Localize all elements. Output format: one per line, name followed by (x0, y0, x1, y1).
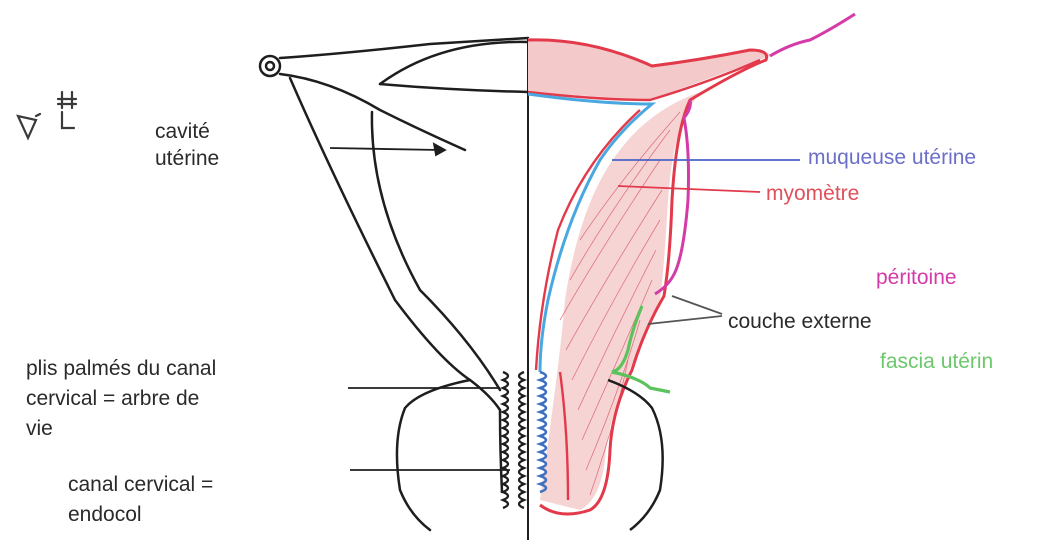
cervical-folds-left (503, 372, 508, 508)
orientation-mark (10, 86, 80, 146)
label-cavite-uterine: cavité utérine (155, 118, 219, 172)
orientation-l (62, 112, 74, 128)
label-canal-line1: canal cervical = (68, 470, 213, 500)
pointer-cavite (330, 148, 440, 150)
body-wall-left-outer (290, 78, 500, 410)
tube-left (280, 38, 528, 58)
label-peritoine: péritoine (876, 264, 957, 291)
fundus-left-base (380, 84, 528, 92)
tube-ostium-left-inner (266, 62, 274, 70)
pointer-couche-peritoine (672, 296, 722, 314)
orientation-d-tick (36, 114, 40, 116)
orientation-d (18, 116, 36, 138)
cervix-left-inner (500, 410, 502, 492)
label-cavite-line2: utérine (155, 145, 219, 172)
orientation-h (58, 92, 76, 108)
cervical-folds-left-2 (519, 372, 524, 508)
orientation-symbol (10, 86, 80, 146)
label-plis-palmes: plis palmés du canal cervical = arbre de… (26, 354, 216, 444)
label-plis-line1: plis palmés du canal (26, 354, 216, 384)
label-plis-line3: vie (26, 414, 216, 444)
label-cavite-line1: cavité (155, 118, 219, 145)
label-couche-externe: couche externe (728, 308, 872, 335)
cervix-left-bulb (397, 380, 470, 530)
pointer-couche-fascia (648, 316, 722, 324)
left-half-outline (260, 38, 528, 530)
label-muqueuse-uterine: muqueuse utérine (808, 144, 976, 171)
tube-ostium-left (260, 56, 280, 76)
label-canal-cervical: canal cervical = endocol (68, 470, 213, 530)
pointer-cavite-arrowhead (434, 144, 445, 155)
cervical-folds-right (540, 372, 546, 492)
label-fascia-uterin: fascia utérin (880, 348, 993, 375)
label-canal-line2: endocol (68, 500, 213, 530)
fundus-right-fill (528, 38, 770, 100)
label-plis-line2: cervical = arbre de (26, 384, 216, 414)
label-myometre: myomètre (766, 180, 859, 207)
